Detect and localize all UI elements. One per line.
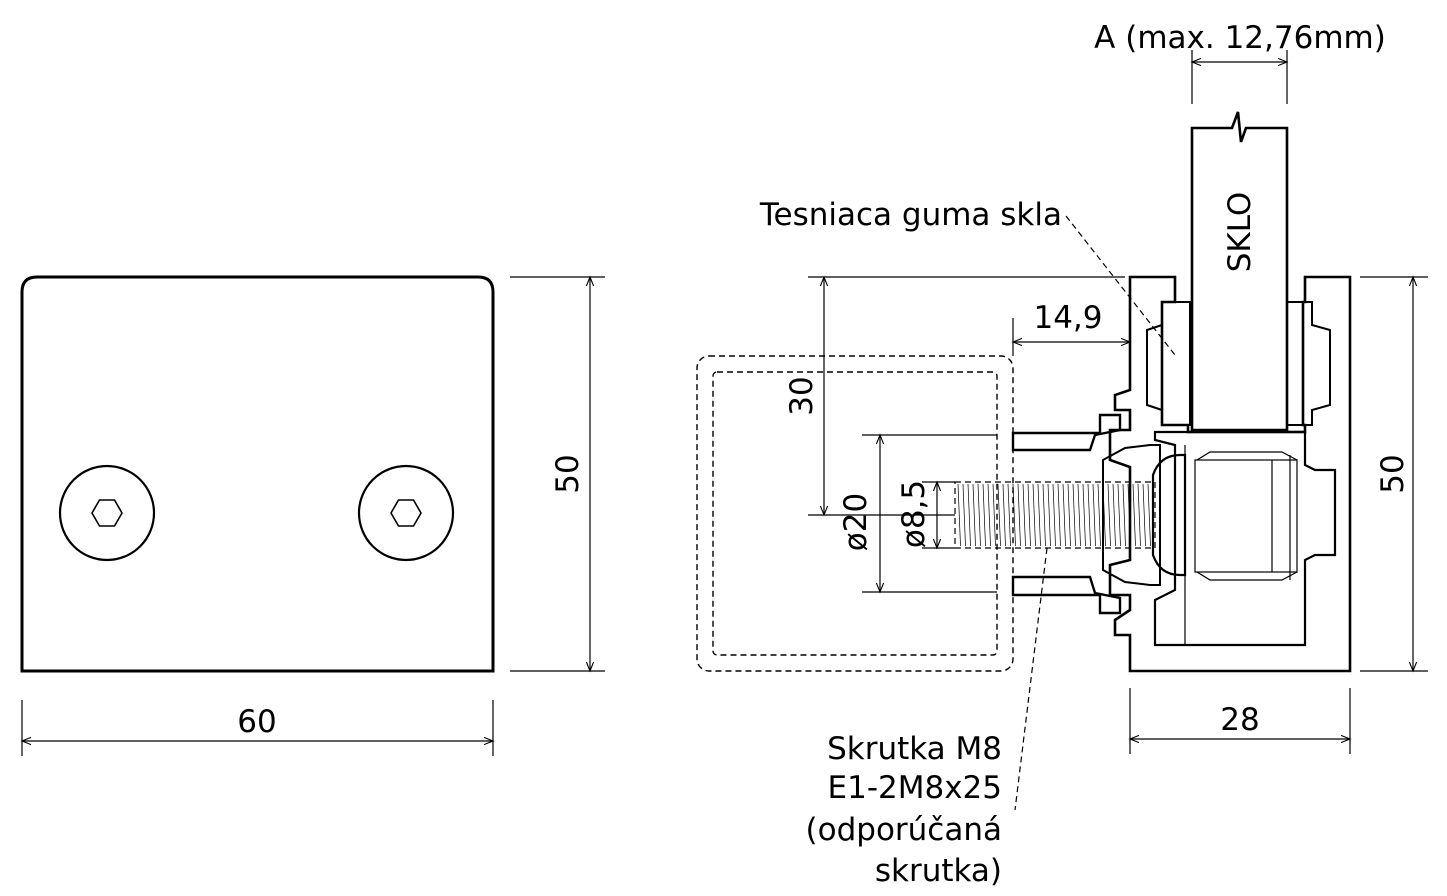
screw-label-line3: (odporúčaná [806, 812, 1002, 848]
dimension-glass-thickness: A (max. 12,76mm) [1094, 20, 1386, 104]
glass-label: SKLO [1222, 192, 1258, 273]
dimension-14-9-label: 14,9 [1033, 300, 1102, 336]
section-view: SKLO A (max. 12,76mm) Tesniaca guma skla… [696, 20, 1428, 889]
clamp-body-section [1108, 275, 1352, 673]
clamp-front-body [20, 275, 495, 673]
dimension-dia-8-5: ø8,5 [896, 480, 955, 550]
hex-socket-icon [390, 499, 422, 527]
dimension-50-left-label: 50 [550, 454, 586, 493]
screw-head [1151, 453, 1187, 577]
hex-socket-icon [91, 499, 123, 527]
hex-screw-left [58, 464, 156, 562]
dimension-30-label: 30 [784, 376, 820, 415]
dimension-50-right: 50 [1360, 275, 1428, 673]
dimension-28: 28 [1128, 688, 1352, 754]
dimension-60-label: 60 [237, 704, 276, 740]
clamp-cavity [1153, 430, 1337, 647]
gasket-callout: Tesniaca guma skla [759, 197, 1176, 356]
hex-screw-right [357, 464, 455, 562]
dimension-dia-20: ø20 [838, 433, 997, 594]
flange-top [1011, 413, 1122, 452]
screw-label-line4: skrutka) [875, 853, 1002, 889]
screw-callout: Skrutka M8 E1-2M8x25 (odporúčaná skrutka… [806, 547, 1048, 889]
mounting-post-inner [712, 371, 998, 656]
screw-label-line1: Skrutka M8 [827, 731, 1002, 767]
glass-thickness-label: A (max. 12,76mm) [1094, 20, 1386, 56]
dimension-60: 60 [20, 700, 495, 756]
clamp-insert [1102, 444, 1161, 586]
glass-panel [1190, 111, 1289, 432]
mounting-post-outline [696, 355, 1014, 672]
dimension-50-left: 50 [510, 275, 605, 673]
screw-label-line2: E1-2M8x25 [828, 770, 1002, 806]
front-view: 60 50 [20, 275, 605, 756]
dia-8-5-label: ø8,5 [896, 480, 932, 548]
gasket-left [1146, 301, 1191, 426]
screw-shank [954, 481, 1156, 549]
gasket-right [1286, 301, 1331, 426]
screw-bushing [1184, 445, 1298, 645]
dimension-28-label: 28 [1220, 702, 1259, 738]
dimension-30: 30 [784, 275, 1125, 517]
dia-20-label: ø20 [838, 493, 874, 551]
dimension-14-9: 14,9 [1011, 300, 1132, 356]
dimension-50-right-label: 50 [1375, 454, 1411, 493]
flange-bottom [1011, 575, 1122, 615]
gasket-label: Tesniaca guma skla [759, 197, 1062, 233]
